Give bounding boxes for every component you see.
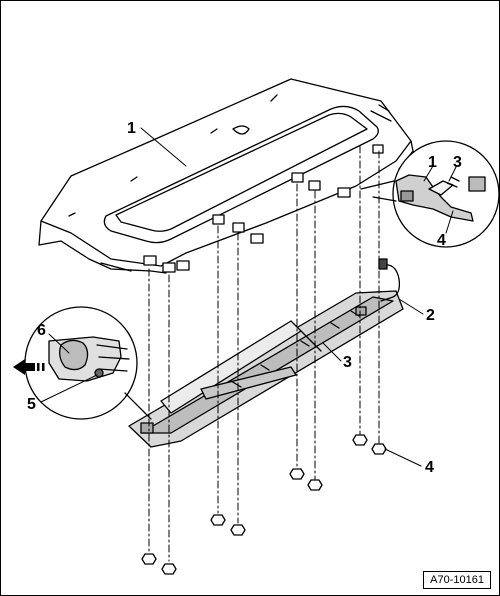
callout-3: 3 xyxy=(343,354,352,371)
mounting-nuts xyxy=(141,434,387,575)
callout-detail-5: 5 xyxy=(27,396,36,413)
direction-arrow-icon xyxy=(13,359,45,375)
callout-detail-6: 6 xyxy=(37,322,46,339)
sliding-rail-assembly xyxy=(128,290,404,448)
detail-view-left xyxy=(24,306,152,420)
cable-with-plug xyxy=(378,258,401,302)
reference-code: A70-10161 xyxy=(423,571,491,589)
detail-view-right xyxy=(360,140,499,248)
headliner-clips xyxy=(143,144,384,273)
callout-labels: 1 1 3 4 2 3 4 6 5 xyxy=(27,120,462,476)
callout-detail-3: 3 xyxy=(453,154,462,171)
headliner-panel xyxy=(38,78,414,274)
callout-1: 1 xyxy=(127,120,136,137)
callout-leaders xyxy=(40,127,457,467)
mounting-center-lines xyxy=(148,145,380,562)
callout-2: 2 xyxy=(426,307,435,324)
callout-4: 4 xyxy=(425,459,434,476)
callout-detail-4: 4 xyxy=(437,232,446,249)
callout-detail-1: 1 xyxy=(428,154,437,171)
